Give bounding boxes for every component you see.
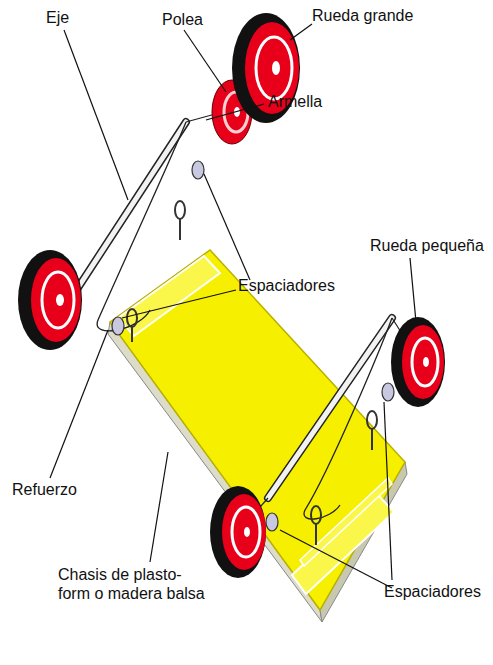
leader-line — [50, 24, 416, 588]
part-label: Rueda grande — [312, 6, 413, 25]
chassis-plate — [110, 250, 405, 610]
eye-screw — [127, 201, 185, 342]
small-wheel — [210, 486, 266, 578]
part-label: Rueda pequeña — [370, 236, 484, 255]
axle — [70, 122, 186, 300]
eye-screw — [311, 411, 377, 545]
reinforcement — [300, 478, 392, 566]
wheel — [18, 250, 82, 350]
assembly-line — [304, 318, 392, 519]
part-label: Armella — [268, 92, 322, 111]
axle — [268, 318, 392, 498]
part-label: Espaciadores — [238, 276, 335, 295]
part-label: Polea — [162, 10, 203, 29]
axle — [268, 318, 392, 498]
spacer — [266, 383, 394, 531]
part-label: Espaciadores — [384, 582, 481, 601]
part-label: Eje — [46, 8, 69, 27]
part-label: Refuerzo — [12, 480, 77, 499]
small-wheel — [391, 317, 445, 407]
part-label: Chasis de plasto- form o madera balsa — [58, 565, 210, 603]
axle — [70, 122, 186, 300]
